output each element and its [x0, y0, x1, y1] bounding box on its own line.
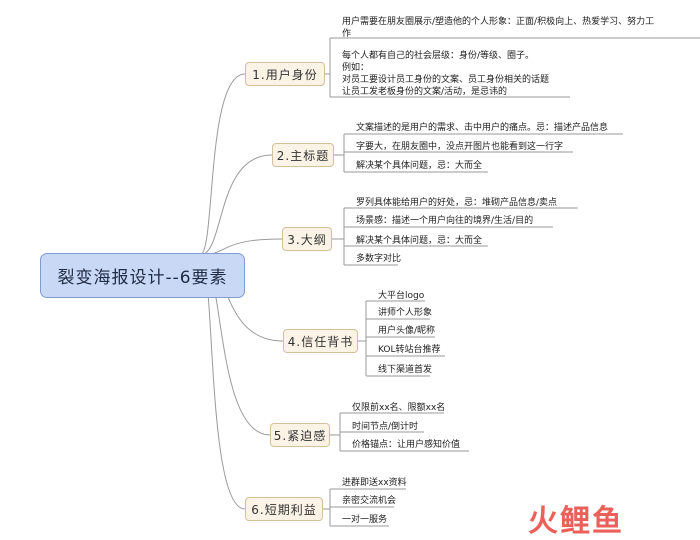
leaf-line: 让员工发老板身份的文案/活动，是忌讳的 — [342, 87, 508, 97]
topic-urgency[interactable]: 5.紧迫感 — [270, 423, 330, 447]
leaf-item: 讲师个人形象 — [378, 307, 432, 319]
leaf-line: 时间节点/倒计时 — [352, 422, 419, 432]
leaf-line: 每个人都有自己的社会层级：身份/等级、圈子。 — [342, 51, 535, 61]
leaf-item: 每个人都有自己的社会层级：身份/等级、圈子。 例如： 对员工要设计员工身份的文案… — [342, 50, 549, 98]
leaf-line: 解决某个具体问题，忌：大而全 — [356, 236, 483, 246]
leaf-item: 价格锚点：让用户感知价值 — [352, 439, 460, 451]
leaf-line: 价格锚点：让用户感知价值 — [352, 440, 461, 450]
topic-user-identity[interactable]: 1.用户身份 — [245, 62, 325, 86]
leaf-line: 仅限前xx名、限额xx名 — [352, 403, 446, 413]
leaf-item: 字要大，在朋友圈中，没点开图片也能看到这一行字 — [356, 141, 563, 153]
leaf-line: 讲师个人形象 — [378, 308, 433, 318]
leaf-line: 用户头像/昵称 — [378, 326, 436, 336]
watermark-text: 火鲤鱼 — [528, 504, 624, 539]
leaf-line: 用户需要在朋友圈展示/塑造他的个人形象：正面/积极向上、热爱学习、努力工 — [342, 17, 655, 27]
leaf-item: 场景感：描述一个用户向往的境界/生活/目的 — [356, 215, 533, 227]
leaf-line: 场景感：描述一个用户向往的境界/生活/目的 — [356, 216, 534, 226]
leaf-item: 仅限前xx名、限额xx名 — [352, 402, 445, 414]
leaf-item: KOL转站台推荐 — [378, 344, 441, 356]
root-connector — [199, 154, 273, 256]
topic-outline[interactable]: 3.大纲 — [282, 227, 332, 251]
watermark-logo: 火鲤鱼 — [528, 498, 698, 539]
leaf-line: 线下渠道首发 — [378, 365, 433, 375]
leaf-item: 解决某个具体问题，忌：大而全 — [356, 235, 482, 247]
leaf-line: 一对一服务 — [342, 515, 388, 525]
leaf-line: 多数字对比 — [356, 254, 402, 264]
leaf-line: 文案描述的是用户的需求、击中用户的痛点。忌：描述产品信息 — [356, 123, 609, 133]
root-topic[interactable]: 裂变海报设计--6要素 — [40, 253, 245, 298]
leaf-line: 对员工要设计员工身份的文案、员工身份相关的话题 — [342, 75, 550, 85]
leaf-item: 一对一服务 — [342, 514, 387, 526]
root-connector — [199, 73, 246, 256]
leaf-item: 解决某个具体问题，忌：大而全 — [356, 160, 482, 172]
leaf-item: 亲密交流机会 — [342, 495, 396, 507]
leaf-item: 时间节点/倒计时 — [352, 421, 418, 433]
leaf-item: 进群即送xx资料 — [342, 477, 407, 489]
leaf-line: 例如： — [342, 63, 370, 73]
leaf-item: 多数字对比 — [356, 253, 401, 265]
leaf-line: 解决某个具体问题，忌：大而全 — [356, 161, 483, 171]
leaf-line: KOL转站台推荐 — [378, 345, 441, 355]
topic-trust-endorsement[interactable]: 4.信任背书 — [283, 329, 358, 353]
leaf-item: 罗列具体能给用户的好处，忌：堆砌产品信息/卖点 — [356, 197, 557, 209]
leaf-item: 大平台logo — [378, 290, 424, 302]
leaf-item: 线下渠道首发 — [378, 364, 432, 376]
topic-short-term-benefit[interactable]: 6.短期利益 — [245, 497, 323, 521]
leaf-item: 文案描述的是用户的需求、击中用户的痛点。忌：描述产品信息 — [356, 122, 608, 134]
topic-main-title[interactable]: 2.主标题 — [272, 143, 334, 167]
leaf-line: 亲密交流机会 — [342, 496, 397, 506]
leaf-line: 作 — [342, 29, 352, 39]
leaf-item: 用户需要在朋友圈展示/塑造他的个人形象：正面/积极向上、热爱学习、努力工 作 — [342, 16, 654, 40]
leaf-line: 大平台logo — [378, 291, 425, 301]
leaf-line: 字要大，在朋友圈中，没点开图片也能看到这一行字 — [356, 142, 564, 152]
leaf-line: 罗列具体能给用户的好处，忌：堆砌产品信息/卖点 — [356, 198, 558, 208]
leaf-item: 用户头像/昵称 — [378, 325, 435, 337]
leaf-line: 进群即送xx资料 — [342, 478, 407, 488]
